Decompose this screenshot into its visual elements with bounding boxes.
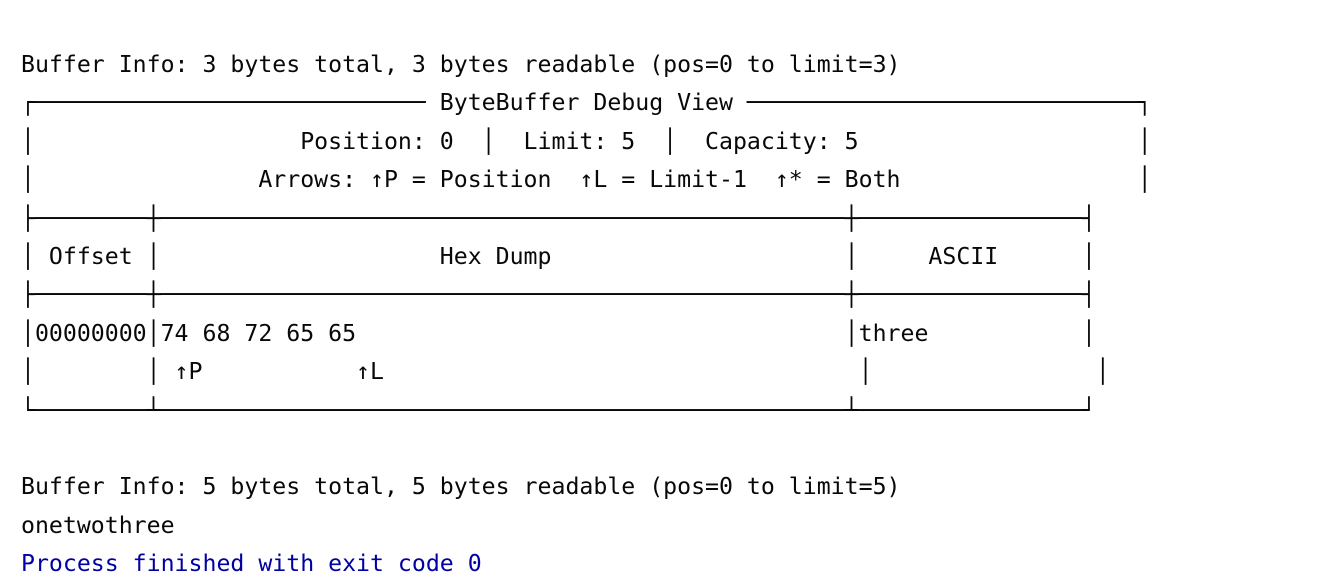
table-header-separator: ├────────┼──────────────────────────────… [21,281,1096,309]
table-header-row: │ Offset │ Hex Dump │ ASCII │ [21,242,1096,270]
process-finished-message: Process finished with exit code 0 [21,550,482,577]
program-output: onetwothree [21,511,175,539]
buffer-info-3-bytes: Buffer Info: 3 bytes total, 3 bytes read… [21,51,901,78]
table-bottom-border: └────────┴──────────────────────────────… [21,396,1096,424]
debugview-status-row: │ Position: 0 │ Limit: 5 │ Capacity: 5 │ [21,127,1152,155]
debugview-top-border: ┌──────────────────────────── ByteBuffer… [21,89,1152,117]
blank-line [21,430,1342,468]
debugview-arrows-legend: │ Arrows: ↑P = Position ↑L = Limit-1 ↑* … [21,166,1152,194]
table-marker-row: │ │ ↑P ↑L │ │ [21,358,1110,386]
buffer-info-5-bytes: Buffer Info: 5 bytes total, 5 bytes read… [21,473,901,501]
table-hex-data-row: │00000000│74 68 72 65 65 │three │ [21,319,1096,347]
table-top-separator: ├────────┼──────────────────────────────… [21,204,1096,232]
